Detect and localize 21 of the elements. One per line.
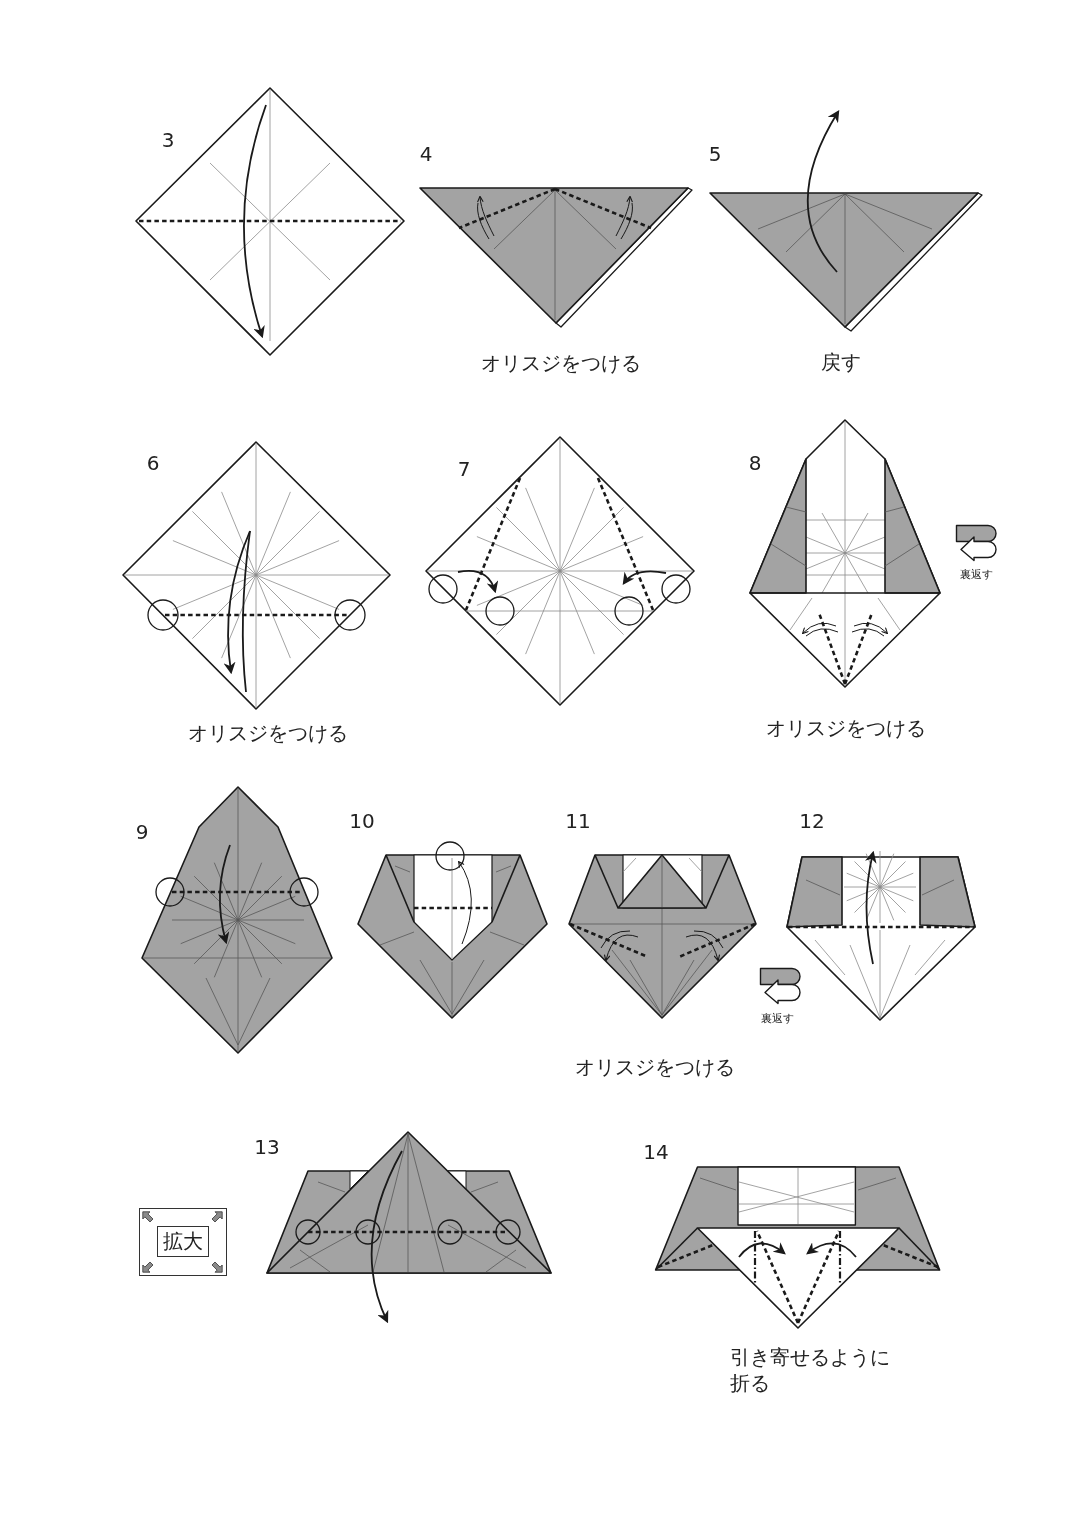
step-number: 6 — [146, 452, 160, 474]
step-number: 7 — [457, 458, 471, 480]
step-number: 8 — [748, 452, 762, 474]
step-number: 9 — [135, 821, 149, 843]
step-number: 12 — [799, 810, 825, 832]
step-number: 13 — [254, 1136, 280, 1158]
icon-caption: 裏返す — [959, 568, 993, 582]
instruction-text: オリスジをつける — [188, 722, 348, 744]
instruction-text: 戻す — [821, 351, 861, 373]
step-number: 10 — [349, 810, 375, 832]
instruction-text: オリスジをつける — [575, 1056, 735, 1078]
icon-caption: 裏返す — [760, 1012, 794, 1026]
step-number: 14 — [643, 1141, 669, 1163]
instruction-text: オリスジをつける — [766, 717, 926, 739]
step-number: 5 — [708, 143, 722, 165]
step-number: 4 — [419, 143, 433, 165]
step-number: 3 — [161, 129, 175, 151]
enlarge-tag: 拡大 — [157, 1226, 209, 1257]
instruction-text: オリスジをつける — [481, 352, 641, 374]
step-number: 11 — [565, 810, 591, 832]
instruction-text: 引き寄せるように折る — [730, 1344, 891, 1396]
